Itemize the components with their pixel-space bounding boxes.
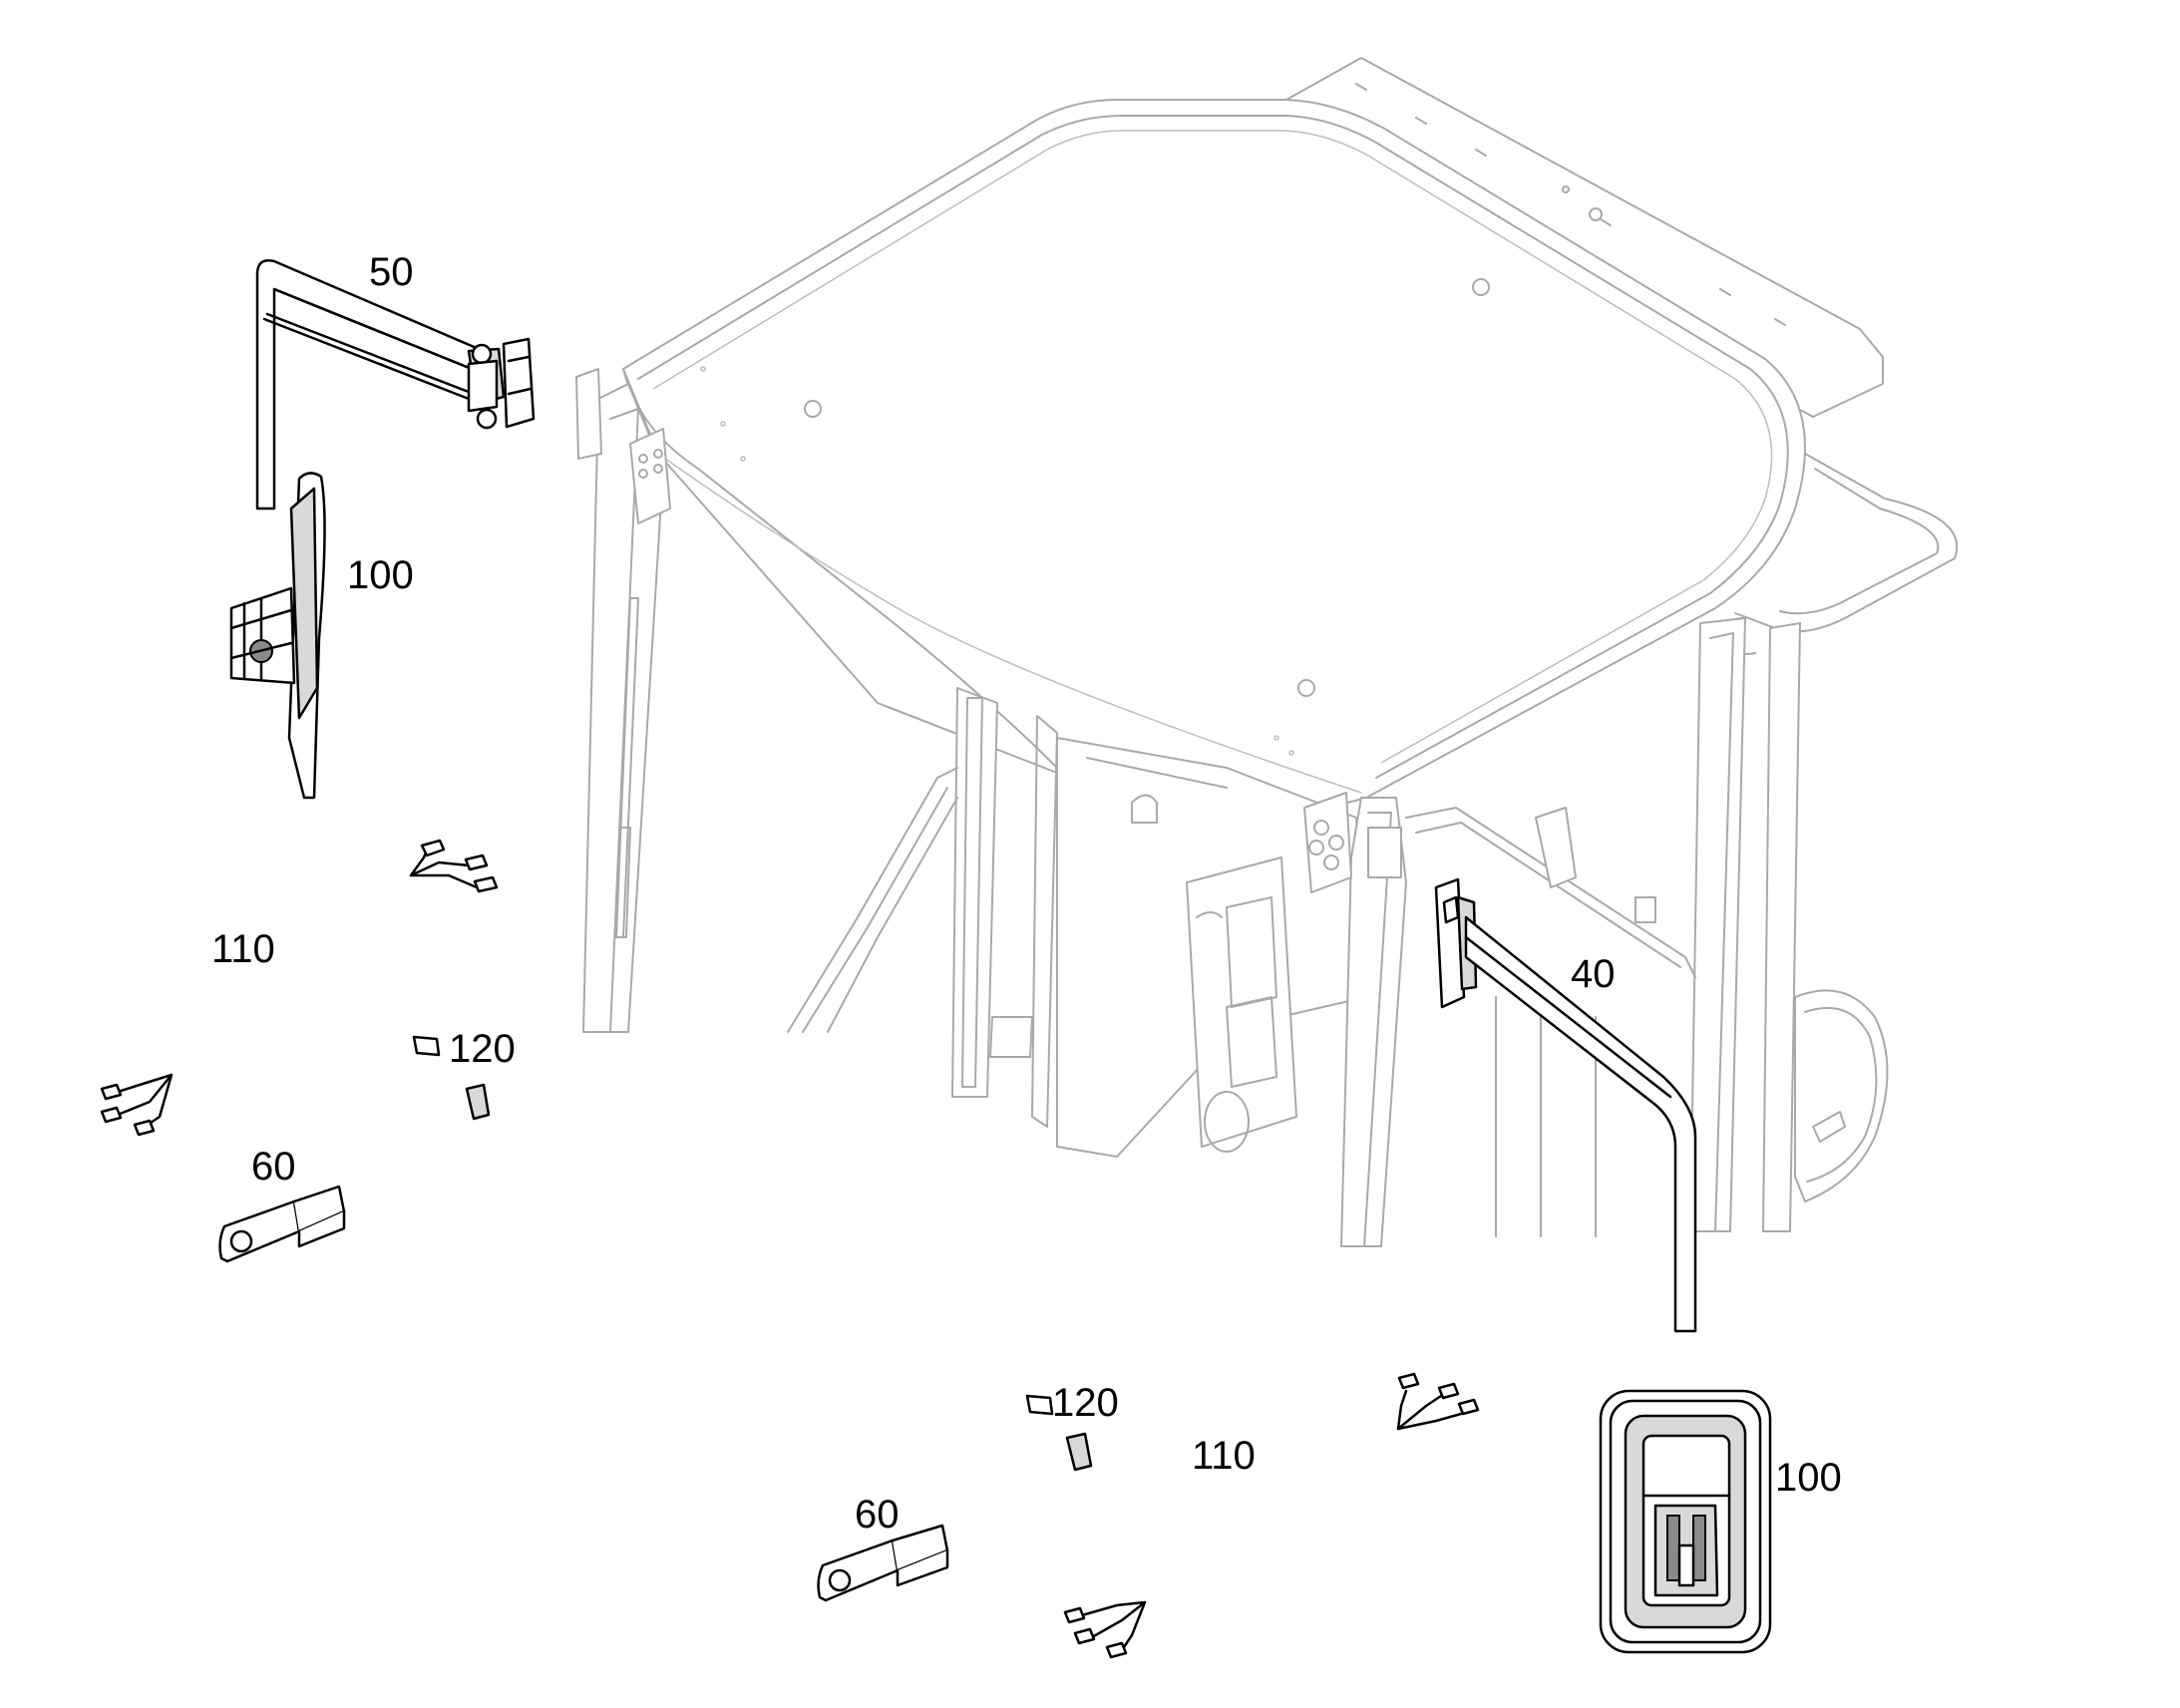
roof-panel [622,98,1806,807]
harness-left [100,839,499,1137]
callout-50-left-arm: 50 [369,250,414,294]
callout-120-left-tie: 120 [449,1027,516,1071]
callout-110-right-harness: 110 [1192,1434,1256,1478]
center-front-pillar [1340,797,1407,1247]
rear-fender [1794,989,1889,1202]
roof-bolts [700,278,1490,756]
cab-structure [575,57,1959,1247]
left-door-frame [787,767,958,1033]
cable-tie-left [390,1035,491,1145]
right-front-pillar [1689,617,1746,1232]
callout-100-right-mirror: 100 [1775,1456,1842,1500]
bracket-right [817,1524,949,1602]
callout-60-right-bracket: 60 [855,1493,900,1537]
mirror-arm-right [1434,877,1697,1333]
callout-120-right-tie: 120 [1052,1381,1119,1425]
mirror-arm-left [255,259,536,511]
right-window-frame [1405,807,1696,978]
left-front-pillar [582,383,664,1033]
callout-100-left-mirror: 100 [347,553,414,597]
mirror-right [1599,1389,1772,1654]
mirror-left [229,472,326,800]
callout-labels: 50 100 110 120 60 40 120 110 60 100 [211,250,1842,1537]
right-rear-pillar [1762,622,1801,1232]
callout-110-left-harness: 110 [211,927,275,971]
roof-plate-slots [1355,83,1786,326]
roof-rim [637,114,1789,779]
harness-right [1063,1372,1480,1659]
callout-60-left-bracket: 60 [251,1145,296,1189]
bracket-left [218,1185,346,1263]
cable-tie-right [1007,1394,1093,1499]
callout-40-right-arm: 40 [1571,952,1616,996]
roof-front-edge [622,368,1337,807]
